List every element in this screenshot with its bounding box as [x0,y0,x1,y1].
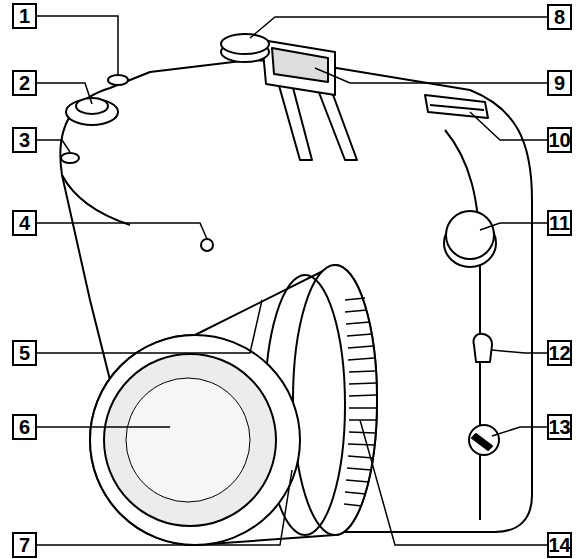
callout-number: 5 [19,343,30,363]
callout-number: 10 [548,130,570,150]
callout-box: 6 [12,414,37,440]
flash-arm [318,90,357,160]
focus-switch-lever [472,434,492,450]
lens-front-ring [90,335,300,545]
small-button [108,75,128,85]
callout-number: 9 [554,73,565,93]
body-edge [445,130,480,520]
callout-box: 1 [12,3,37,29]
callout-box: 11 [547,210,572,236]
callout-box: 14 [547,532,572,558]
callout-box: 13 [547,414,572,440]
callout-number: 6 [19,417,30,437]
flash-head [262,40,335,95]
hot-shoe-rail [430,105,484,110]
shutter-button [76,98,108,114]
callout-number: 1 [19,6,30,26]
af-lamp [201,239,213,251]
callout-box: 9 [547,70,572,96]
callout-number: 8 [554,7,565,27]
callout-number: 14 [548,535,570,555]
callout-number: 13 [548,417,570,437]
callout-box: 5 [12,340,37,366]
flash-window [272,48,328,82]
focus-switch [469,425,499,455]
callout-box: 10 [547,127,572,153]
flash-arm [278,82,312,160]
callout-number: 11 [549,213,570,233]
strap-lug [474,334,492,362]
callout-number: 2 [19,73,30,93]
callout-box: 3 [12,127,37,153]
callout-box: 2 [12,70,37,96]
lens-element [104,354,276,526]
callout-box: 8 [547,4,572,30]
comp-dial [446,211,494,259]
lens-element-inner [126,378,250,502]
ring-ridges [344,298,376,506]
mode-dial-top [221,34,269,54]
callout-box: 12 [547,340,572,366]
callout-number: 4 [19,213,30,233]
grip-edge [62,175,130,225]
small-button [61,153,79,163]
callout-number: 12 [548,343,570,363]
callout-number: 3 [19,130,30,150]
callout-box: 4 [12,210,37,236]
callout-number: 7 [19,535,30,555]
hot-shoe [425,95,488,118]
callout-box: 7 [12,532,37,558]
lens-barrel [90,265,377,545]
leader-lines [37,16,547,545]
